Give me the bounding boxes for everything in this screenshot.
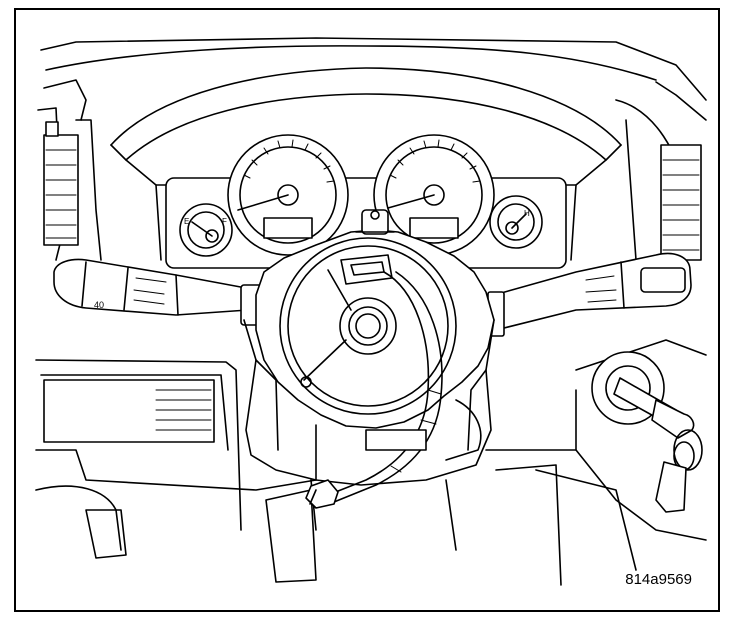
- fuel-empty-label: E: [184, 217, 189, 226]
- left-air-vent: [43, 121, 79, 246]
- steering-column-illustration: E F H: [35, 37, 707, 586]
- fuel-full-label: F: [222, 217, 227, 226]
- diagram-frame: E F H: [14, 8, 720, 612]
- lower-column-parts: [315, 399, 482, 481]
- speedometer-gauge: [227, 134, 349, 256]
- lower-dash-panel: [35, 339, 707, 586]
- stalk-left-marking: 40: [94, 300, 104, 310]
- tachometer-gauge: [373, 134, 495, 256]
- right-air-vent: [660, 144, 702, 261]
- left-multifunction-switch-stalk: 40: [53, 258, 266, 326]
- temperature-gauge: H: [489, 195, 543, 249]
- clockspring-assembly: [255, 209, 495, 429]
- ignition-key: [651, 399, 703, 513]
- clockspring-wire-harness: [305, 271, 443, 509]
- temperature-hot-label: H: [524, 209, 530, 218]
- fuel-gauge: E F: [179, 203, 233, 257]
- figure-id: 814a9569: [625, 571, 692, 588]
- right-multifunction-switch-stalk: [487, 252, 692, 337]
